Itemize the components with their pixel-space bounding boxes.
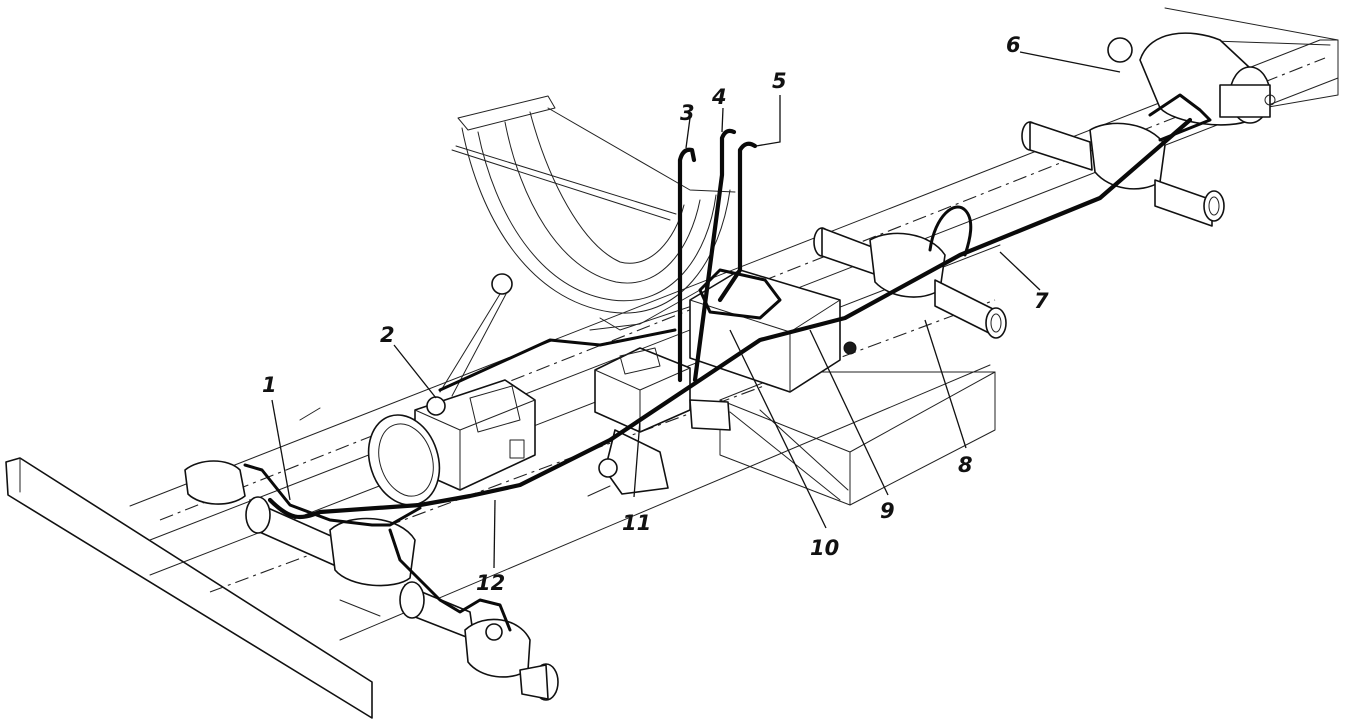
front-axle xyxy=(184,460,559,701)
compressor-unit xyxy=(367,379,536,506)
callout-6: 6 xyxy=(1006,33,1021,57)
callout-11: 11 xyxy=(622,511,651,535)
callout-labels: 1 2 3 4 5 6 7 8 9 10 11 12 xyxy=(262,33,1049,595)
middle-axle xyxy=(813,227,1007,339)
callout-leaders xyxy=(271,51,1121,569)
rear-brake-chamber xyxy=(1107,32,1276,126)
callout-3: 3 xyxy=(680,101,695,125)
callout-1: 1 xyxy=(262,373,277,397)
callout-5: 5 xyxy=(772,69,787,93)
fuel-tank xyxy=(719,371,996,506)
spare-wheel-cradle xyxy=(439,95,736,397)
callout-8: 8 xyxy=(958,453,973,477)
callout-2: 2 xyxy=(380,323,395,347)
callout-4: 4 xyxy=(711,85,727,109)
rear-axle xyxy=(1021,121,1225,227)
air-dryer-unit xyxy=(587,347,731,497)
air-lines xyxy=(243,93,1212,632)
callout-9: 9 xyxy=(880,499,895,523)
main-air-line xyxy=(267,117,1193,520)
callout-10: 10 xyxy=(810,536,839,560)
callout-12: 12 xyxy=(476,571,505,595)
callout-7: 7 xyxy=(1034,289,1049,313)
front-bumper xyxy=(5,457,373,719)
